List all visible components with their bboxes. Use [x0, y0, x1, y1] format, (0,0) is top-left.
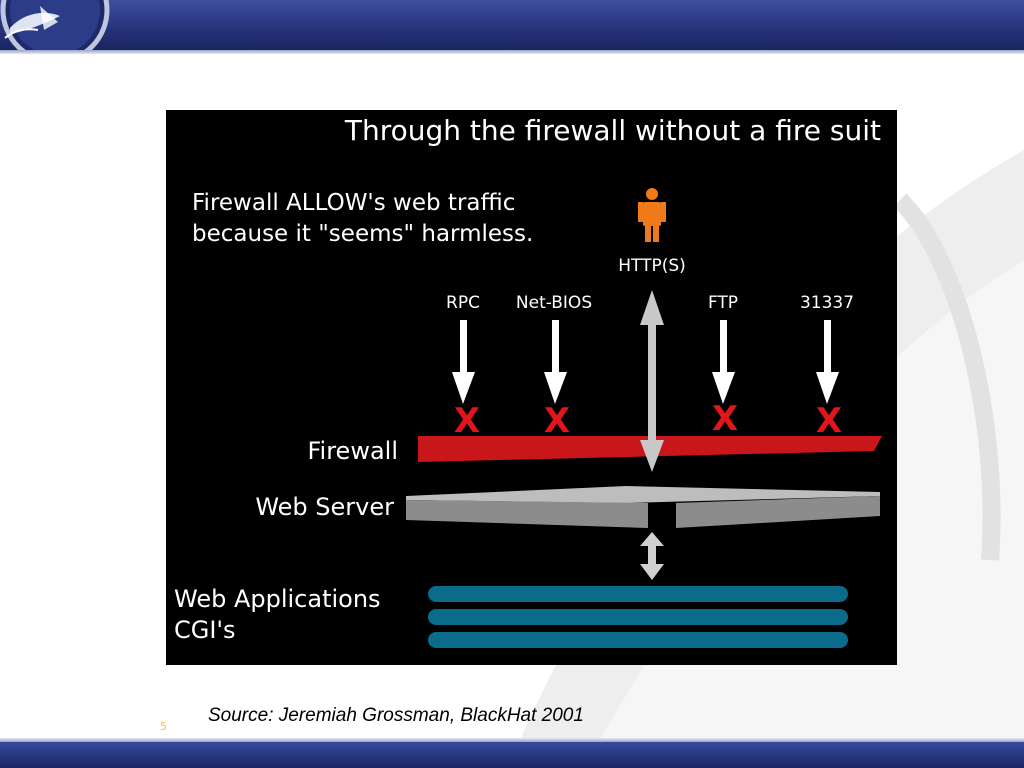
footer-divider: [0, 738, 1024, 742]
note-line-1: Firewall ALLOW's web traffic: [192, 190, 515, 216]
wasp-logo: [0, 0, 110, 50]
web-application-bars: [428, 586, 848, 648]
firewall-label: Firewall: [307, 437, 398, 465]
footer-bar: [0, 742, 1024, 768]
web-apps-label-1: Web Applications: [174, 585, 381, 613]
web-server-shape: [406, 486, 880, 528]
web-server-label: Web Server: [255, 493, 394, 521]
person-icon: [638, 188, 666, 242]
firewall-diagram: Through the firewall without a fire suit…: [174, 114, 882, 648]
slide-number: 5: [160, 720, 167, 733]
x-mark-31337: X: [816, 401, 842, 441]
header-bar: [0, 0, 1024, 50]
port-label-netbios: Net-BIOS: [516, 293, 592, 313]
web-apps-label-2: CGI's: [174, 616, 236, 644]
port-label-31337: 31337: [800, 293, 854, 313]
diagram-title: Through the firewall without a fire suit: [344, 114, 881, 147]
blocked-x-marks: X X X X: [454, 399, 842, 441]
x-mark-netbios: X: [544, 401, 570, 441]
server-apps-arrow: [640, 532, 664, 580]
x-mark-rpc: X: [454, 401, 480, 441]
source-citation: Source: Jeremiah Grossman, BlackHat 2001: [208, 705, 584, 726]
port-label-rpc: RPC: [446, 293, 480, 313]
diagram-panel: Through the firewall without a fire suit…: [166, 110, 897, 665]
header-divider: [0, 50, 1024, 54]
port-label-ftp: FTP: [708, 293, 738, 313]
blocked-arrows: [452, 320, 839, 404]
http-label: HTTP(S): [618, 256, 686, 276]
x-mark-ftp: X: [712, 399, 738, 439]
note-line-2: because it "seems" harmless.: [192, 221, 533, 247]
http-arrow: [640, 290, 664, 472]
